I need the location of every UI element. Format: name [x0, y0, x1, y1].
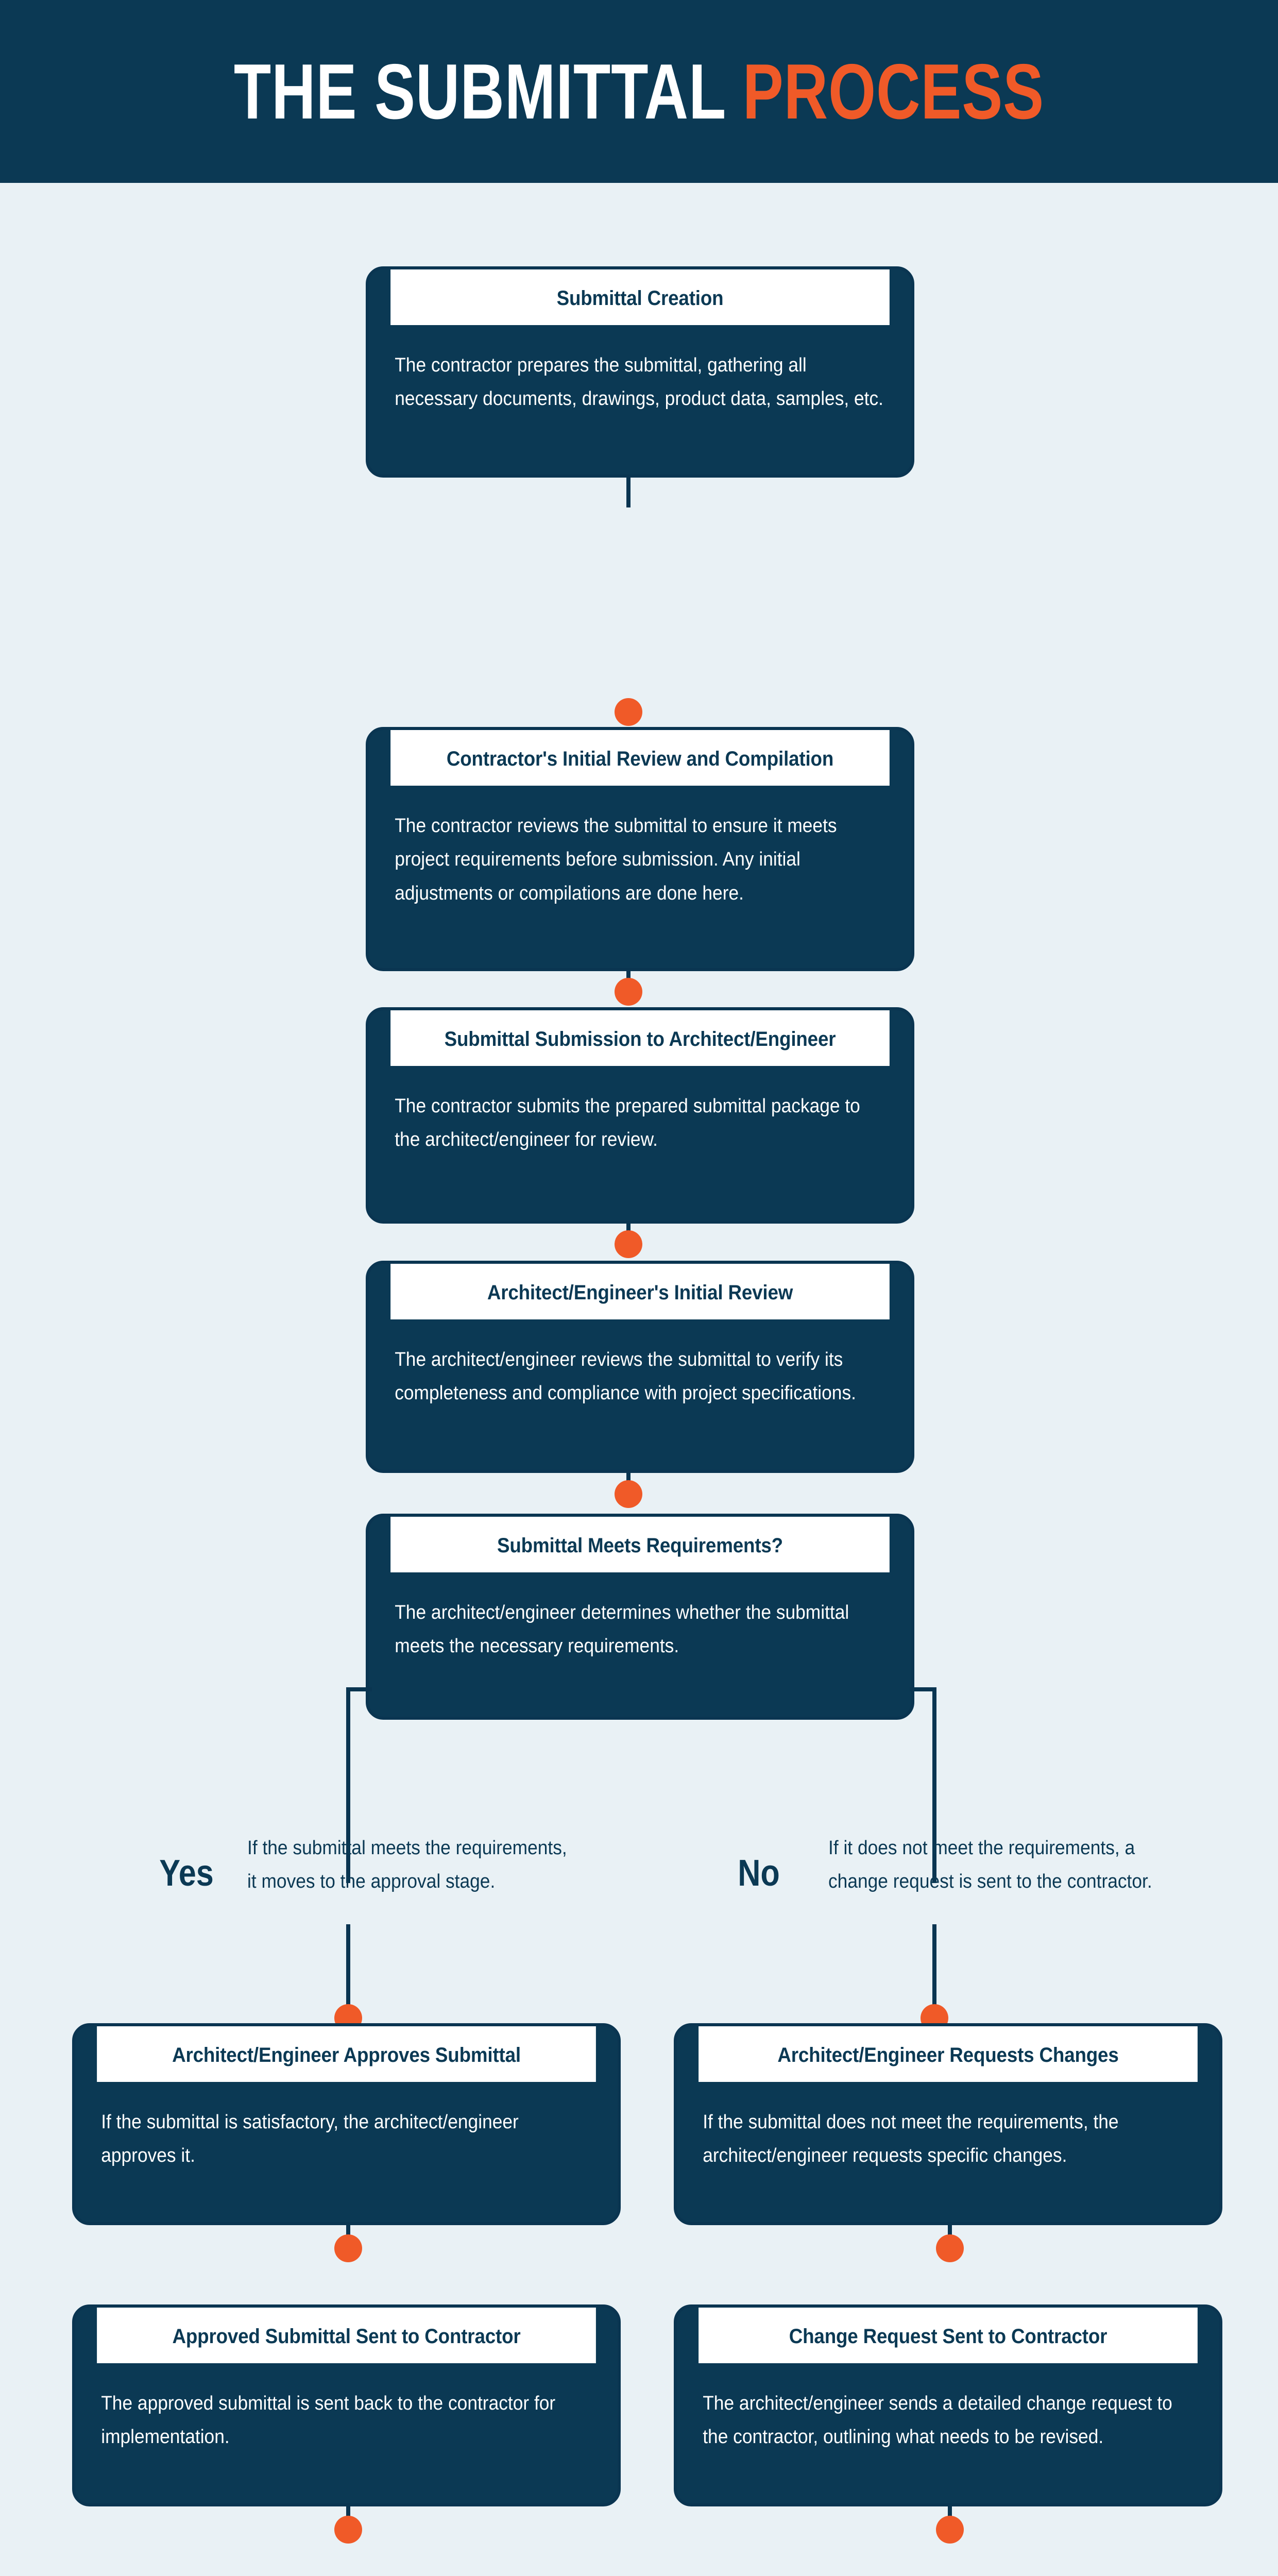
connector-dot: [334, 2516, 362, 2544]
branch-line-yes-lower: [346, 1924, 350, 2031]
node-body: The contractor prepares the submittal, g…: [395, 354, 883, 410]
node-body: The contractor submits the prepared subm…: [395, 1095, 860, 1151]
connector-dot: [615, 698, 642, 726]
connector-dot: [936, 2234, 964, 2262]
node-body: The architect/engineer reviews the submi…: [395, 1349, 856, 1404]
node-architect-approves[interactable]: Architect/Engineer Approves Submittal If…: [72, 2023, 621, 2225]
node-change-request-sent[interactable]: Change Request Sent to Contractor The ar…: [674, 2304, 1222, 2506]
page-header: THE SUBMITTAL PROCESS: [0, 0, 1278, 183]
branch-line-no-lower: [932, 1924, 936, 2031]
node-body: The contractor reviews the submittal to …: [395, 815, 837, 904]
node-title: Change Request Sent to Contractor: [698, 2308, 1198, 2363]
node-architect-initial-review[interactable]: Architect/Engineer's Initial Review The …: [366, 1261, 914, 1473]
node-title: Approved Submittal Sent to Contractor: [97, 2308, 596, 2363]
branch-text-no: If it does not meet the requirements, a …: [828, 1837, 1152, 1893]
node-body: The architect/engineer sends a detailed …: [703, 2393, 1172, 2448]
node-title: Submittal Submission to Architect/Engine…: [390, 1010, 890, 1066]
node-submittal-creation[interactable]: Submittal Creation The contractor prepar…: [366, 266, 914, 478]
node-title: Submittal Creation: [390, 269, 890, 325]
connector-dot: [615, 978, 642, 1006]
connector-dot: [615, 1480, 642, 1508]
flowchart: Submittal Creation The contractor prepar…: [0, 183, 1278, 2576]
branch-text-yes: If the submittal meets the requirements,…: [247, 1837, 567, 1893]
connector-dot: [615, 1230, 642, 1258]
node-contractor-initial-review[interactable]: Contractor's Initial Review and Compilat…: [366, 727, 914, 971]
page-title-accent: PROCESS: [742, 47, 1045, 135]
branch-label-no: No: [738, 1853, 780, 1894]
node-approved-sent-contractor[interactable]: Approved Submittal Sent to Contractor Th…: [72, 2304, 621, 2506]
connector-dot: [334, 2234, 362, 2262]
node-body: If the submittal is satisfactory, the ar…: [101, 2111, 519, 2167]
node-title: Architect/Engineer Requests Changes: [698, 2026, 1198, 2082]
node-title: Submittal Meets Requirements?: [390, 1517, 890, 1572]
node-title: Architect/Engineer Approves Submittal: [97, 2026, 596, 2082]
node-title: Architect/Engineer's Initial Review: [390, 1264, 890, 1319]
node-title: Contractor's Initial Review and Compilat…: [390, 730, 890, 786]
node-body: The approved submittal is sent back to t…: [101, 2393, 556, 2448]
node-architect-requests-changes[interactable]: Architect/Engineer Requests Changes If t…: [674, 2023, 1222, 2225]
branch-rail-left: [346, 1687, 372, 1691]
node-body: The architect/engineer determines whethe…: [395, 1602, 849, 1657]
connector-1-2: [626, 478, 631, 507]
branch-label-yes: Yes: [159, 1853, 214, 1894]
node-body: If the submittal does not meet the requi…: [703, 2111, 1119, 2167]
page-title: THE SUBMITTAL PROCESS: [234, 53, 1044, 131]
connector-dot: [936, 2516, 964, 2544]
branch-line-no: [932, 1687, 936, 1883]
node-submittal-submission[interactable]: Submittal Submission to Architect/Engine…: [366, 1007, 914, 1224]
node-decision-meets-requirements[interactable]: Submittal Meets Requirements? The archit…: [366, 1514, 914, 1720]
branch-line-yes: [346, 1687, 350, 1883]
branch-rail-right: [910, 1687, 936, 1691]
page-title-white: THE SUBMITTAL: [233, 47, 726, 135]
